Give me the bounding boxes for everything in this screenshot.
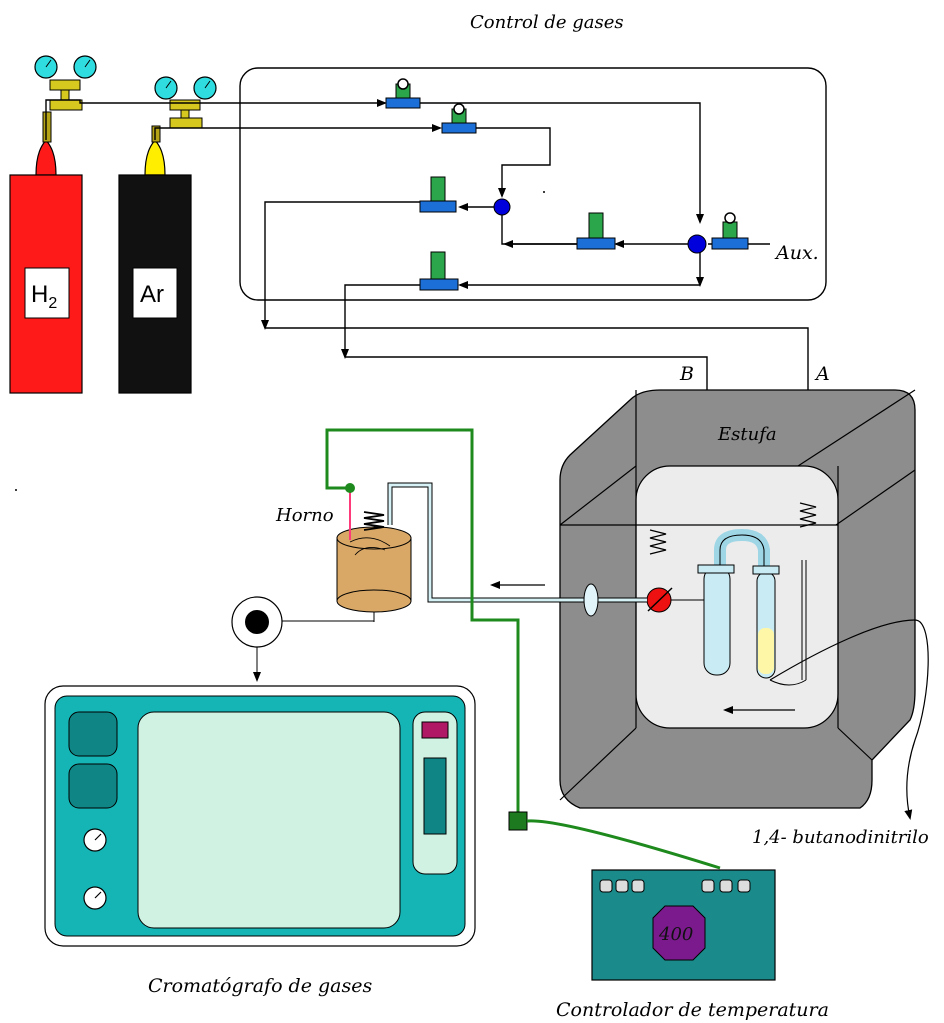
controller-label: Controlador de temperatura xyxy=(556,999,829,1021)
transfer-line xyxy=(387,482,647,617)
screen-panel xyxy=(137,711,401,929)
heating-coil-icon xyxy=(799,502,817,528)
ar-cylinder: Ar xyxy=(118,138,192,394)
control-wire xyxy=(325,428,721,870)
saturator-glassware xyxy=(697,528,807,686)
h2-label: H xyxy=(31,281,48,308)
diagram-title: Control de gases xyxy=(470,12,624,33)
compound-label: 1,4- butanodinitrilo xyxy=(752,827,929,848)
panel-button xyxy=(68,711,118,757)
ar-label: Ar xyxy=(140,281,164,308)
gas-control-box xyxy=(239,67,827,301)
compound-lead xyxy=(769,619,929,820)
horno-furnace xyxy=(336,511,412,622)
temperature-controller xyxy=(591,869,776,981)
ar-regulator xyxy=(151,76,217,143)
line-b-label: B xyxy=(679,363,694,385)
controller-display: 400 xyxy=(658,924,693,945)
heating-coil-icon xyxy=(649,529,667,555)
estufa-label: Estufa xyxy=(717,424,777,445)
estufa-box xyxy=(559,389,916,809)
display-panel xyxy=(652,905,706,961)
aux-label: Aux. xyxy=(774,242,819,264)
panel-button xyxy=(68,763,118,809)
horno-label: Horno xyxy=(275,505,334,526)
gas-chromatograph xyxy=(44,685,476,947)
h2-regulator xyxy=(34,55,97,143)
wire-connector xyxy=(508,811,528,831)
h2-cylinder: H2 xyxy=(9,138,83,394)
flow-valves xyxy=(385,78,749,291)
detector xyxy=(231,596,374,682)
h2-subscript: 2 xyxy=(48,295,57,312)
svg-text:H2: H2 xyxy=(31,281,57,312)
line-a-label: A xyxy=(814,363,830,385)
chromatograph-label: Cromatógrafo de gases xyxy=(148,975,372,997)
level-bar xyxy=(423,757,447,835)
indicator-light xyxy=(421,721,449,739)
